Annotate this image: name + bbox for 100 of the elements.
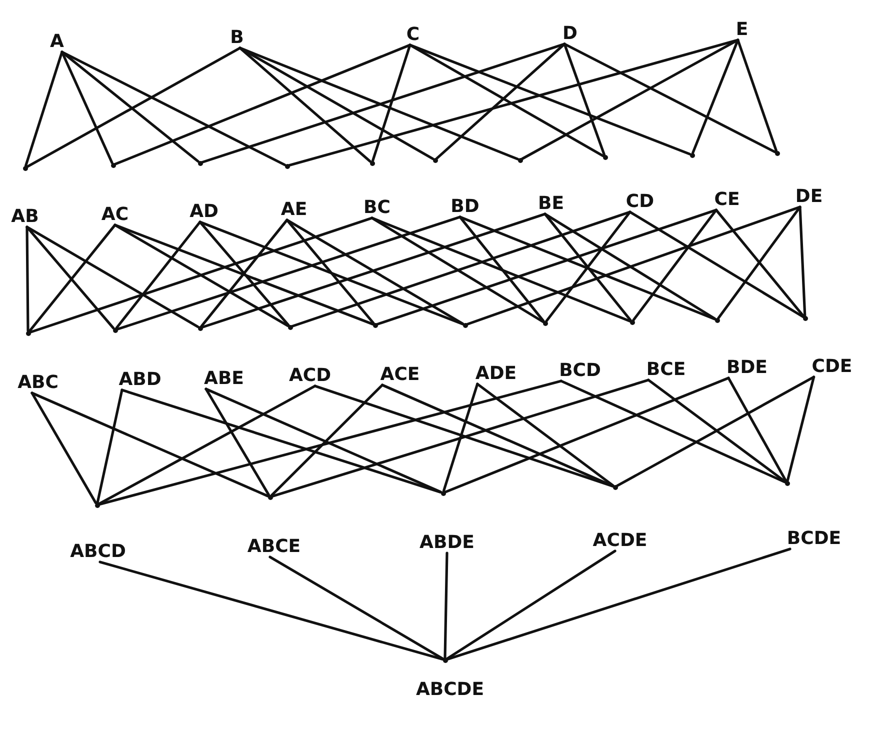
set-label: ABDE: [420, 533, 474, 553]
connector-line: [96, 388, 124, 504]
connector-line: [204, 388, 270, 496]
connector-line: [115, 220, 202, 330]
set-label: BCE: [646, 360, 686, 380]
set-label: ABE: [204, 369, 244, 389]
connector-line: [632, 208, 718, 322]
connector-line: [271, 378, 650, 498]
set-label: A: [50, 32, 64, 52]
vertex-dot: [110, 162, 116, 168]
vertex-dot: [774, 150, 780, 156]
set-label: ACDE: [592, 531, 648, 551]
connector-line: [628, 210, 804, 318]
vertex-dot: [802, 316, 808, 320]
vertex-dot: [602, 154, 608, 160]
set-label: BCD: [559, 361, 601, 381]
connector-line: [98, 560, 444, 661]
set-label: DE: [795, 187, 823, 207]
set-label: ABCE: [247, 537, 301, 557]
connector-line: [201, 212, 546, 328]
connector-line: [408, 44, 604, 158]
connector-line: [238, 46, 434, 160]
connector-line: [268, 556, 444, 660]
set-label: C: [406, 25, 420, 45]
connector-line: [442, 382, 479, 492]
set-label: AE: [280, 200, 308, 220]
vertex-dot: [630, 320, 634, 324]
connector-line: [120, 388, 442, 494]
vertex-dot: [22, 166, 28, 170]
set-label: ABCD: [70, 542, 126, 562]
connector-line: [458, 216, 545, 322]
connector-line: [436, 42, 566, 160]
set-label: ACE: [380, 365, 420, 385]
connector-line: [647, 378, 786, 483]
vertex-dot: [462, 322, 468, 328]
set-label: ABC: [18, 373, 58, 393]
connector-line: [98, 380, 562, 506]
connector-line: [736, 38, 778, 152]
connector-line: [201, 42, 566, 164]
connector-line: [446, 548, 792, 660]
set-label: CDE: [812, 357, 852, 377]
connector-line: [520, 38, 740, 160]
connector-line: [60, 50, 114, 164]
set-label: BC: [364, 198, 390, 218]
connector-line: [26, 226, 200, 328]
connector-line: [727, 376, 788, 482]
vertex-dot: [370, 160, 374, 166]
vertex-dot: [284, 164, 290, 168]
connector-line: [30, 392, 97, 504]
vertex-dot: [612, 484, 618, 490]
connector-line: [114, 44, 412, 166]
vertex-dot: [112, 328, 118, 332]
vertex-dot: [372, 322, 378, 328]
set-label: AB: [11, 207, 39, 227]
vertex-dot: [268, 494, 272, 500]
connector-line: [60, 50, 286, 166]
connector-line: [26, 226, 30, 332]
connector-line: [114, 224, 290, 327]
connector-line: [458, 216, 716, 320]
vertex-dot: [518, 158, 522, 162]
connector-line: [26, 46, 242, 168]
set-label: ABCDE: [416, 680, 484, 700]
connector-line: [798, 206, 806, 317]
connector-line: [466, 206, 802, 326]
set-label: CD: [626, 192, 654, 212]
connector-line: [446, 550, 616, 660]
connector-line: [563, 42, 776, 154]
connector-line: [616, 376, 816, 488]
connector-line: [238, 46, 519, 160]
connector-line: [291, 210, 632, 328]
connector-line: [692, 38, 740, 154]
connector-line: [544, 212, 716, 320]
set-label: AC: [101, 205, 129, 225]
set-label: ABD: [118, 370, 162, 390]
vertex-dot: [442, 658, 448, 662]
set-label: BD: [450, 197, 480, 217]
connector-line: [238, 46, 372, 163]
vertex-dot: [288, 324, 292, 330]
connector-line: [408, 44, 691, 156]
connector-line: [372, 44, 412, 162]
connector-line: [560, 380, 786, 484]
set-label: ACD: [288, 366, 332, 386]
connector-line: [114, 224, 374, 326]
set-label: BDE: [726, 358, 768, 378]
connector-line: [60, 50, 200, 163]
vertex-dot: [94, 502, 100, 508]
connector-line: [98, 384, 316, 506]
vertex-dot: [714, 318, 720, 322]
set-label: E: [736, 20, 748, 40]
vertex-dot: [440, 490, 446, 496]
connector-line: [314, 384, 614, 488]
connector-line: [30, 392, 269, 498]
connector-line: [786, 376, 816, 482]
connector-line: [444, 376, 730, 494]
set-label: BCDE: [786, 529, 842, 549]
connector-line: [116, 216, 462, 330]
vertex-dot: [26, 330, 30, 336]
connector-line: [204, 388, 442, 494]
vertex-dot: [542, 320, 548, 326]
connector-line: [563, 42, 606, 156]
